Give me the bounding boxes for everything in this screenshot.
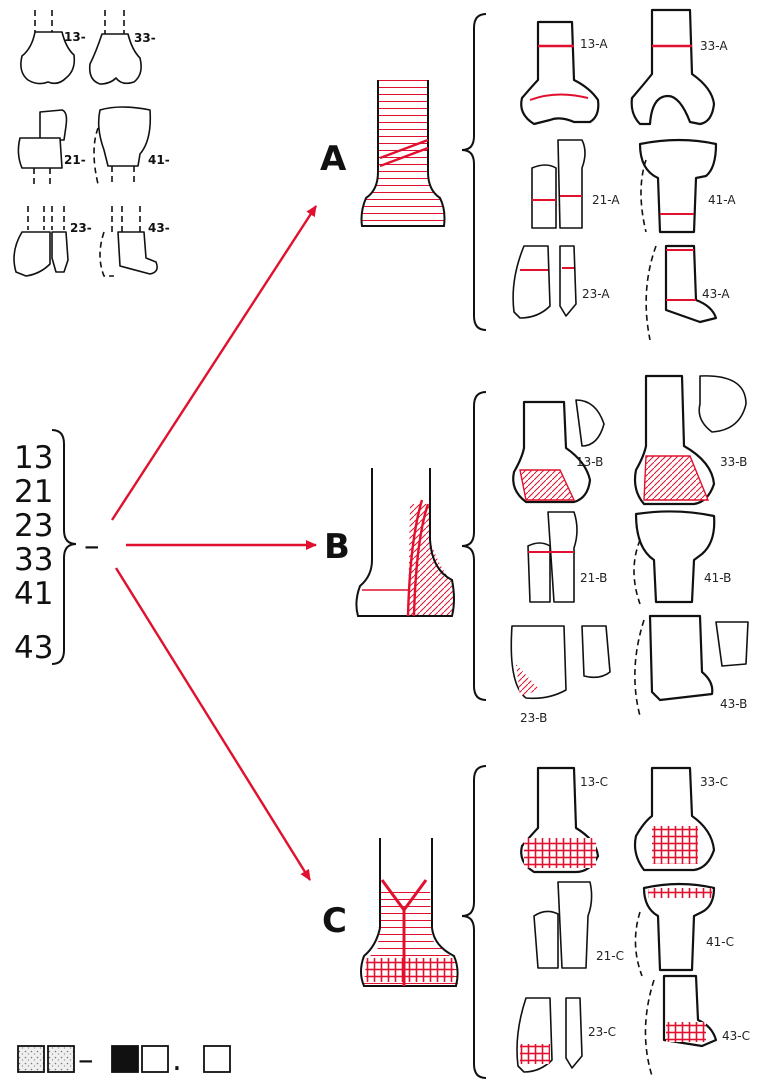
label-43-B: 43-B <box>720 697 747 711</box>
code-boxes: – . <box>18 1042 230 1078</box>
label-33-B: 33-B <box>720 455 747 469</box>
type-A-subtypes: 13-A 33-A 21-A 41-A 23-A <box>513 10 736 340</box>
subtype-23-B-icon <box>511 626 610 698</box>
label-41-B: 41-B <box>704 571 731 585</box>
label-33-A: 33-A <box>700 39 728 53</box>
code-box-5 <box>204 1046 230 1072</box>
subtype-21-A-icon <box>532 140 585 228</box>
subtype-21-C-icon <box>534 882 592 968</box>
code-dash: – <box>84 528 100 564</box>
code-41: 41 <box>14 576 53 612</box>
code-boxes-dash: – <box>78 1042 94 1078</box>
subtype-43-C-icon <box>645 976 716 1076</box>
label-23-C: 23-C <box>588 1025 616 1039</box>
label-21-A: 21-A <box>592 193 620 207</box>
subtype-33-A-icon <box>632 10 714 124</box>
label-41-A: 41-A <box>708 193 736 207</box>
bone-43-icon <box>100 206 157 276</box>
label-13-C: 13-C <box>580 775 608 789</box>
label-33-C: 33-C <box>700 775 728 789</box>
subtype-13-B-icon <box>513 400 604 502</box>
label-43-A: 43-A <box>702 287 730 301</box>
subtype-41-C-icon <box>635 884 714 976</box>
subtype-33-B-icon <box>635 376 746 504</box>
label-21-C: 21-C <box>596 949 624 963</box>
subtype-41-A-icon <box>640 140 716 232</box>
bone-label-21: 21- <box>64 153 86 167</box>
code-box-1 <box>18 1046 44 1072</box>
legend-bones: 13- 33- 21- 41- <box>14 10 170 276</box>
type-label-A: A <box>320 139 347 179</box>
type-B-subtypes: 13-B 33-B 21-B 41-B 23-B 43 <box>511 376 748 725</box>
bone-label-43: 43- <box>148 221 170 235</box>
type-label-B: B <box>324 527 350 567</box>
code-box-2 <box>48 1046 74 1072</box>
bone-21-icon <box>18 110 66 184</box>
subtype-23-C-icon <box>517 998 582 1072</box>
type-arrows <box>112 206 316 880</box>
bone-label-13: 13- <box>64 30 86 44</box>
label-43-C: 43-C <box>722 1029 750 1043</box>
bone-33-icon <box>90 10 141 84</box>
bone-label-33: 33- <box>134 31 156 45</box>
type-C-schematic: C <box>322 838 458 986</box>
codes-brace <box>52 430 76 664</box>
code-33: 33 <box>14 542 53 578</box>
brace-C <box>462 766 486 1078</box>
subtype-41-B-icon <box>634 511 714 604</box>
code-13: 13 <box>14 440 53 476</box>
brace-A <box>462 14 486 330</box>
bone-codes: 13 21 23 33 41 43 – <box>14 430 100 666</box>
label-13-A: 13-A <box>580 37 608 51</box>
subtype-23-A-icon <box>513 246 576 318</box>
bone-label-41: 41- <box>148 153 170 167</box>
label-23-B: 23-B <box>520 711 547 725</box>
type-label-C: C <box>322 901 347 941</box>
brace-B <box>462 392 486 700</box>
code-boxes-dot: . <box>172 1042 182 1078</box>
type-B-schematic: B <box>324 468 454 616</box>
label-41-C: 41-C <box>706 935 734 949</box>
bone-label-23: 23- <box>70 221 92 235</box>
code-43: 43 <box>14 630 53 666</box>
code-box-4 <box>142 1046 168 1072</box>
subtype-21-B-icon <box>528 512 577 602</box>
label-21-B: 21-B <box>580 571 607 585</box>
code-box-3 <box>112 1046 138 1072</box>
code-21: 21 <box>14 474 53 510</box>
bone-41-icon <box>94 107 150 184</box>
arrow-to-C <box>116 568 310 880</box>
type-C-subtypes: 13-C 33-C 21-C 41-C 43-C 23-C <box>517 768 750 1076</box>
bone-23-icon <box>14 206 68 276</box>
type-A-schematic: A <box>320 80 445 226</box>
code-23: 23 <box>14 508 53 544</box>
label-23-A: 23-A <box>582 287 610 301</box>
bone-13-icon <box>21 10 74 84</box>
label-13-B: 13-B <box>576 455 603 469</box>
